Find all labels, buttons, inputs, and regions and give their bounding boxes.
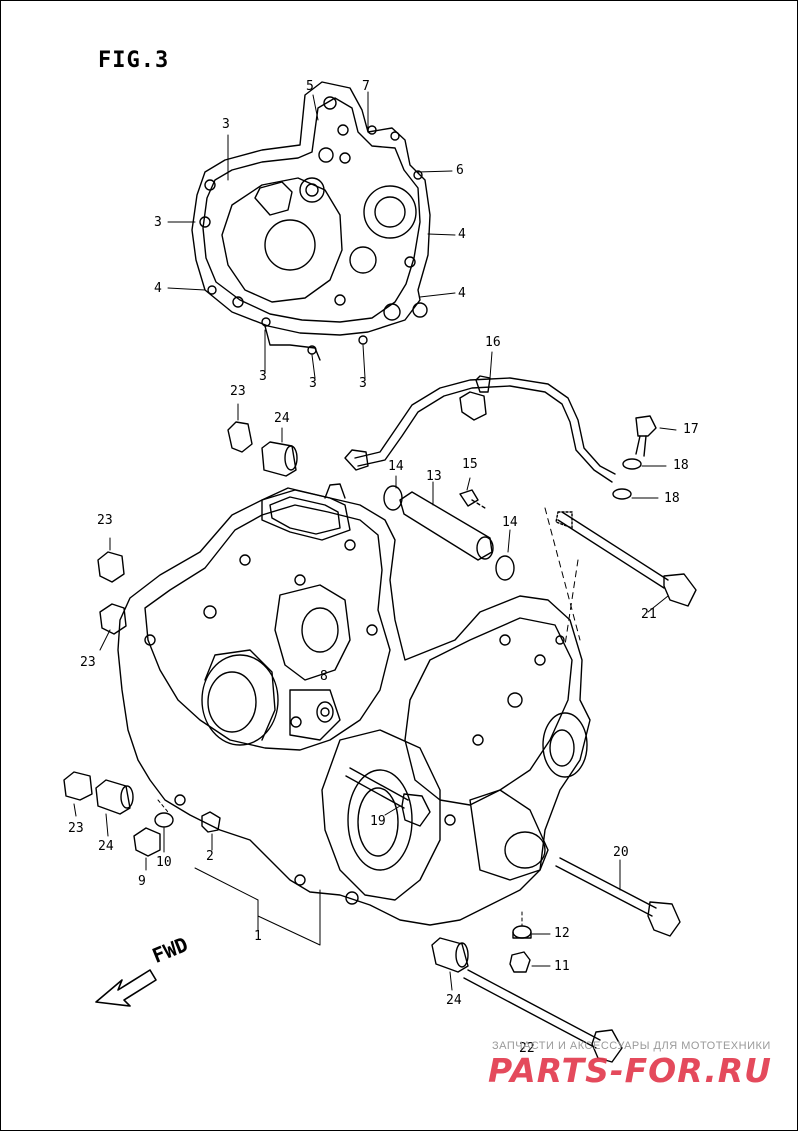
union-bolt <box>635 415 677 457</box>
crankcase-body <box>117 483 591 926</box>
callout-8: 8 <box>320 669 328 684</box>
callout-2: 2 <box>206 849 214 864</box>
callout-15: 15 <box>462 457 478 472</box>
callout-18: 18 <box>673 458 689 473</box>
callout-10: 10 <box>156 855 172 870</box>
oil-pipe-assembly <box>383 475 515 581</box>
callout-24: 24 <box>446 993 462 1008</box>
callout-4: 4 <box>154 281 162 296</box>
callout-3: 3 <box>359 376 367 391</box>
crankcase-bolt-long <box>555 511 697 613</box>
callout-12: 12 <box>554 926 570 941</box>
watermark-tagline: ЗАПЧАСТИ И АКСЕССУАРЫ ДЛЯ МОТОТЕХНИКИ <box>492 1040 771 1052</box>
callout-24: 24 <box>274 411 290 426</box>
callout-18: 18 <box>664 491 680 506</box>
left-small-parts <box>63 537 221 871</box>
callout-11: 11 <box>554 959 570 974</box>
callout-20: 20 <box>613 845 629 860</box>
bushing-set-top <box>227 403 298 477</box>
fwd-arrow <box>95 969 157 1007</box>
callout-23: 23 <box>80 655 96 670</box>
callout-14: 14 <box>502 515 518 530</box>
callout-19: 19 <box>370 814 386 829</box>
callout-17: 17 <box>683 422 699 437</box>
callout-14: 14 <box>388 459 404 474</box>
callout-7: 7 <box>362 79 370 94</box>
sealing-washers <box>612 458 667 500</box>
callout-24: 24 <box>98 839 114 854</box>
crankcase-bolt-22 <box>463 969 623 1063</box>
crankcase-bolt-19 <box>345 767 431 827</box>
callout-3: 3 <box>309 376 317 391</box>
callout-13: 13 <box>426 469 442 484</box>
callout-4: 4 <box>458 286 466 301</box>
oil-hose <box>344 375 616 483</box>
crankcase-gasket <box>191 81 431 361</box>
callout-3: 3 <box>259 369 267 384</box>
callout-5: 5 <box>306 79 314 94</box>
callout-21: 21 <box>641 607 657 622</box>
callout-6: 6 <box>456 163 464 178</box>
figure-title: FIG.3 <box>98 48 170 73</box>
crankcase-bolt-20 <box>555 857 681 937</box>
callout-22: 22 <box>519 1041 535 1056</box>
watermark-brand: PARTS-FOR.RU <box>488 1051 772 1090</box>
callout-23: 23 <box>230 384 246 399</box>
callout-4: 4 <box>458 227 466 242</box>
gasket-leaders <box>167 91 456 379</box>
callout-3: 3 <box>154 215 162 230</box>
callout-1: 1 <box>254 929 262 944</box>
callout-23: 23 <box>68 821 84 836</box>
bushing-bottom <box>431 937 469 991</box>
drain-plug-parts <box>509 911 551 973</box>
callout-23: 23 <box>97 513 113 528</box>
callout-3: 3 <box>222 117 230 132</box>
callout-16: 16 <box>485 335 501 350</box>
callout-9: 9 <box>138 874 146 889</box>
